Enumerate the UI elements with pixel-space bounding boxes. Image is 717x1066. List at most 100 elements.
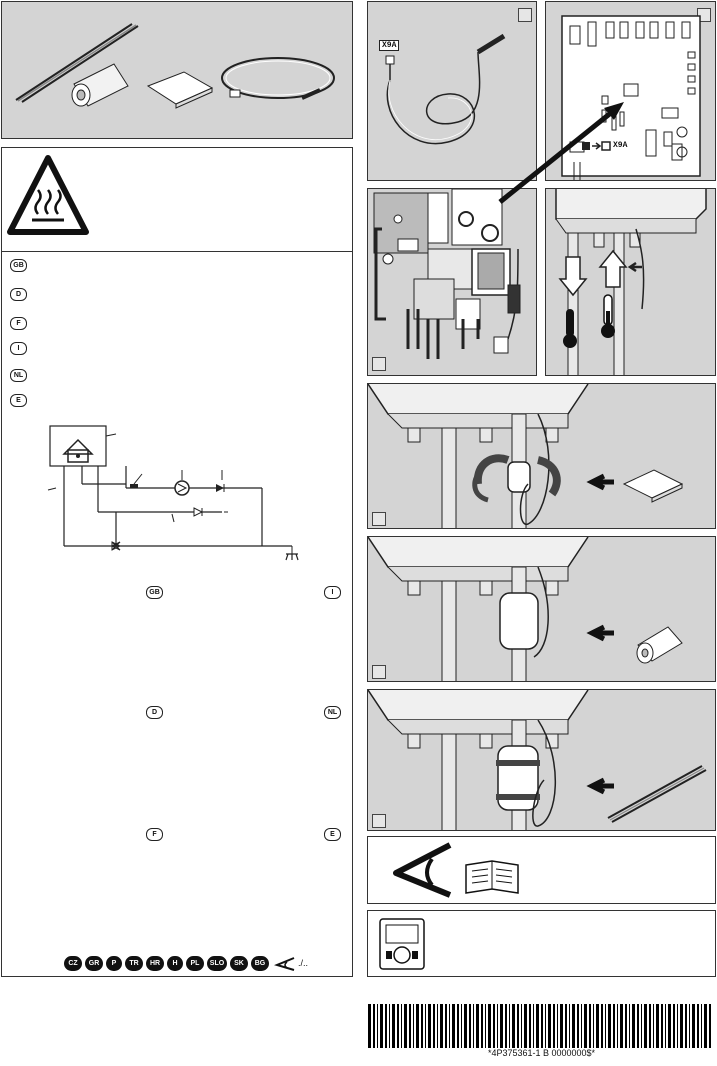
section-badge-d: D [146,706,163,719]
barcode-bar [509,1004,510,1048]
section-badge-i: I [324,586,341,599]
barcode-bar [572,1004,575,1048]
tape-icon-2 [622,469,684,503]
barcode-bar [401,1004,402,1048]
manual-book-icon [465,860,519,894]
barcode-bar [569,1004,570,1048]
section-badge-nl: NL [324,706,341,719]
step-number-box-5 [372,512,386,526]
section-badge-e: E [324,828,341,841]
barcode-bar [469,1004,471,1048]
warning-header [2,148,352,252]
lang-badge-nl: NL [10,369,27,382]
pipe-thermometer-illustration [555,189,707,375]
barcode-bar [680,1004,683,1048]
barcode-bar [481,1004,483,1048]
step-3-panel [367,188,537,376]
barcode-bar [385,1004,387,1048]
insulation-tube-icon [71,63,129,107]
barcode-bar [377,1004,378,1048]
barcode-bar [521,1004,522,1048]
country-badge-gr: GR [85,956,103,971]
country-badge-tr: TR [125,956,143,971]
cable-tie-icon [15,23,139,103]
lang-badge-i: I [10,342,27,355]
step-number-box-6 [372,665,386,679]
barcode-bar [397,1004,399,1048]
barcode-bar [613,1004,615,1048]
barcode-bar [704,1004,707,1048]
cable-tie-illustration [368,690,707,830]
barcode-bar [701,1004,702,1048]
barcode-bar [673,1004,675,1048]
valve-icon [216,484,225,492]
barcode-bar [485,1004,486,1048]
barcode-bar [608,1004,611,1048]
barcode-bar [425,1004,426,1048]
barcode-bar [461,1004,462,1048]
barcode-bar [457,1004,459,1048]
barcode-bar [553,1004,555,1048]
barcode-bar [541,1004,543,1048]
barcode-bar [500,1004,503,1048]
barcode-bar [593,1004,594,1048]
barcode-bar [476,1004,479,1048]
thermistor-cable-icon [221,57,335,100]
barcode-bar [677,1004,678,1048]
barcode-bar [409,1004,411,1048]
connector-label: X9A [379,40,400,51]
insulation-tube-icon-2 [636,626,683,664]
barcode-bar [536,1004,539,1048]
barcode-bar [473,1004,474,1048]
lang-badge-gb: GB [10,259,27,272]
barcode-bar [416,1004,419,1048]
cable-tie-icon-2 [607,765,707,823]
accessories-panel [1,1,353,139]
pump-icon [174,480,190,496]
thermistor-cable-illustration [385,33,506,145]
barcode-bar [653,1004,654,1048]
country-badge-slo: SLO [207,956,227,971]
barcode-bar [632,1004,635,1048]
accessories-illustration [15,23,335,109]
barcode-bar [617,1004,618,1048]
barcode-bar [449,1004,450,1048]
hot-surface-warning-icon [7,155,89,235]
barcode-bar [533,1004,534,1048]
barcode-bar [505,1004,507,1048]
step-7-panel [367,689,716,831]
barcode-bar [545,1004,546,1048]
barcode-text: *4P375361-1 B 0000000$* [487,1048,596,1058]
barcode-bar [589,1004,591,1048]
barcode-bar [637,1004,639,1048]
barcode-bar [577,1004,579,1048]
barcode-bar [464,1004,467,1048]
barcode [368,1004,715,1048]
barcode-bar [620,1004,623,1048]
barcode-bar [517,1004,519,1048]
barcode-bar [665,1004,666,1048]
step-number-box-1 [518,8,532,22]
barcode-bar [452,1004,455,1048]
barcode-bar [529,1004,531,1048]
barcode-bar [584,1004,587,1048]
warning-and-text-panel: GB D F I NL E [1,147,353,977]
barcode-bar [565,1004,567,1048]
step-5-panel [367,383,716,529]
barcode-bar [596,1004,599,1048]
barcode-bar [380,1004,383,1048]
barcode-bar [709,1004,711,1048]
house-icon [62,438,94,463]
system-schematic [47,425,299,561]
barcode-bar [548,1004,551,1048]
section-badge-gb: GB [146,586,163,599]
shower-icon [285,553,299,561]
barcode-bar [512,1004,515,1048]
country-code-row: CZ GR P TR HR H PL SLO SK BG ./.. [64,956,350,972]
step-number-box-3 [372,357,386,371]
barcode-bar [697,1004,699,1048]
step-1-panel: X9A [367,1,537,181]
barcode-bar [641,1004,642,1048]
barcode-bar [625,1004,627,1048]
section-badge-f: F [146,828,163,841]
